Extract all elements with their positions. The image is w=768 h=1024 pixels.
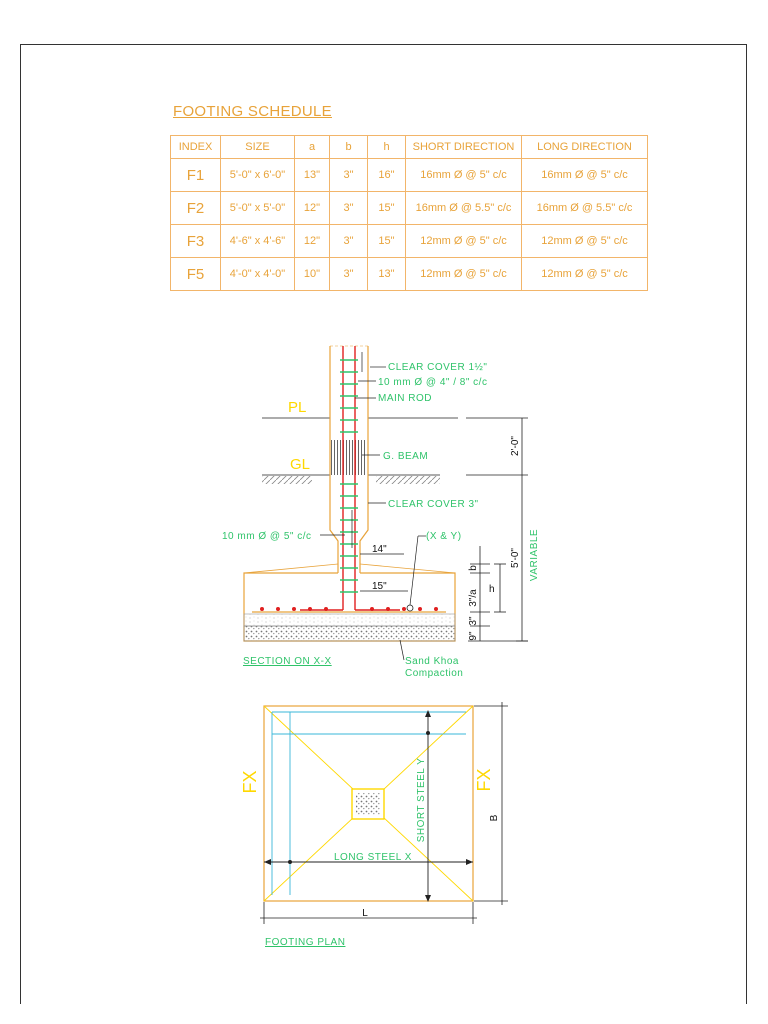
dim-b-plan-label: B — [489, 814, 500, 821]
table-header-row: INDEX SIZE a b h SHORT DIRECTION LONG DI… — [170, 135, 648, 159]
footing-schedule-table: INDEX SIZE a b h SHORT DIRECTION LONG DI… — [170, 135, 648, 291]
cell-long: 16mm Ø @ 5.5" c/c — [521, 191, 648, 225]
pcc-layer — [243, 613, 456, 627]
cell-long: 12mm Ø @ 5" c/c — [521, 224, 648, 258]
bars-10mm-label: 10 mm Ø @ 5" c/c — [222, 531, 312, 542]
header-index: INDEX — [170, 135, 221, 159]
dim-a-label: 3"/a — [468, 589, 479, 607]
dim-14-label: 14" — [372, 544, 387, 555]
bottom-bars-dots — [260, 607, 438, 611]
cell-b: 3" — [329, 257, 368, 291]
earth-hatch-left — [262, 476, 312, 484]
dim-b-label: b — [468, 565, 479, 571]
clear-cover-top-label: CLEAR COVER 1½" — [388, 362, 487, 373]
dim-2ft-label: 2'-0" — [510, 436, 521, 456]
section-drawing: PL GL — [222, 345, 540, 679]
schedule-title: FOOTING SCHEDULE — [173, 103, 332, 120]
section-leaders — [320, 352, 426, 661]
cell-long: 16mm Ø @ 5" c/c — [521, 158, 648, 192]
plan-column-fill — [356, 793, 380, 815]
long-steel-marker — [288, 860, 292, 864]
gl-label: GL — [290, 456, 310, 473]
sand-khoa-label-line2: Compaction — [405, 668, 463, 679]
cell-a: 13" — [294, 158, 330, 192]
clear-cover-3-label: CLEAR COVER 3" — [388, 499, 479, 510]
xy-label: (X & Y) — [426, 531, 462, 542]
footing-slope-right — [359, 563, 456, 574]
cell-short: 12mm Ø @ 5" c/c — [405, 224, 522, 258]
cell-a: 10" — [294, 257, 330, 291]
dim-l-plan-label: L — [362, 908, 368, 919]
fx-left-label: FX — [240, 770, 260, 793]
pl-label: PL — [288, 399, 306, 416]
plan-title: FOOTING PLAN — [265, 937, 345, 948]
section-title: SECTION ON X-X — [243, 656, 332, 667]
column-outline-left — [329, 346, 339, 573]
table-row: F2 5'-0" x 5'-0" 12" 3" 15" 16mm Ø @ 5.5… — [170, 191, 648, 225]
long-steel-arrowhead-left — [264, 859, 271, 865]
dim-5ft-label: 5'-0" — [510, 548, 521, 568]
short-steel-arrowhead-top — [425, 710, 431, 717]
fx-right-label: FX — [474, 768, 494, 791]
plan-dim-l — [260, 902, 477, 924]
footing-plan-outline — [263, 705, 474, 902]
table-row: F3 4'-6" x 4'-6" 12" 3" 15" 12mm Ø @ 5" … — [170, 224, 648, 258]
cell-b: 3" — [329, 191, 368, 225]
cell-size: 4'-6" x 4'-6" — [220, 224, 295, 258]
long-steel-label: LONG STEEL X — [334, 852, 412, 863]
short-steel-arrowhead-bottom — [425, 895, 431, 902]
xy-bar-marker — [406, 604, 414, 612]
variable-label: VARIABLE — [529, 529, 540, 581]
table-row: F5 4'-0" x 4'-0" 10" 3" 13" 12mm Ø @ 5" … — [170, 257, 648, 291]
cell-short: 12mm Ø @ 5" c/c — [405, 257, 522, 291]
dim-9-label: 9" — [468, 631, 479, 641]
short-steel-marker — [426, 731, 430, 735]
column-outline-right — [359, 346, 369, 573]
earth-hatch-right — [376, 476, 440, 484]
footing-slope-left — [243, 563, 339, 574]
short-steel-label: SHORT STEEL Y — [416, 758, 427, 843]
g-beam-label: G. BEAM — [383, 451, 428, 462]
header-long-direction: LONG DIRECTION — [521, 135, 648, 159]
cell-long: 12mm Ø @ 5" c/c — [521, 257, 648, 291]
plan-dim-b — [474, 702, 508, 905]
dim-15-label: 15" — [372, 581, 387, 592]
main-rod-label: MAIN ROD — [378, 393, 432, 404]
dim-3-label: 3" — [468, 616, 479, 626]
header-size: SIZE — [220, 135, 295, 159]
long-steel-arrowhead-right — [466, 859, 473, 865]
cell-a: 12" — [294, 191, 330, 225]
section-dimension-chain — [468, 418, 528, 642]
plan-drawing: SHORT STEEL Y LONG STEEL X FX FX B L FOO… — [240, 702, 508, 948]
cell-h: 15" — [367, 224, 406, 258]
grade-beam-hatch — [331, 440, 365, 475]
ties-label: 10 mm Ø @ 4" / 8" c/c — [378, 377, 487, 388]
sand-khoa-label-line1: Sand Khoa — [405, 656, 459, 667]
sheet-border — [20, 44, 747, 1004]
dim-h-label: h — [489, 584, 495, 595]
column-ties — [340, 359, 358, 593]
cell-index: F2 — [170, 191, 221, 225]
sand-khoa-layer — [243, 625, 456, 642]
cell-index: F1 — [170, 158, 221, 192]
